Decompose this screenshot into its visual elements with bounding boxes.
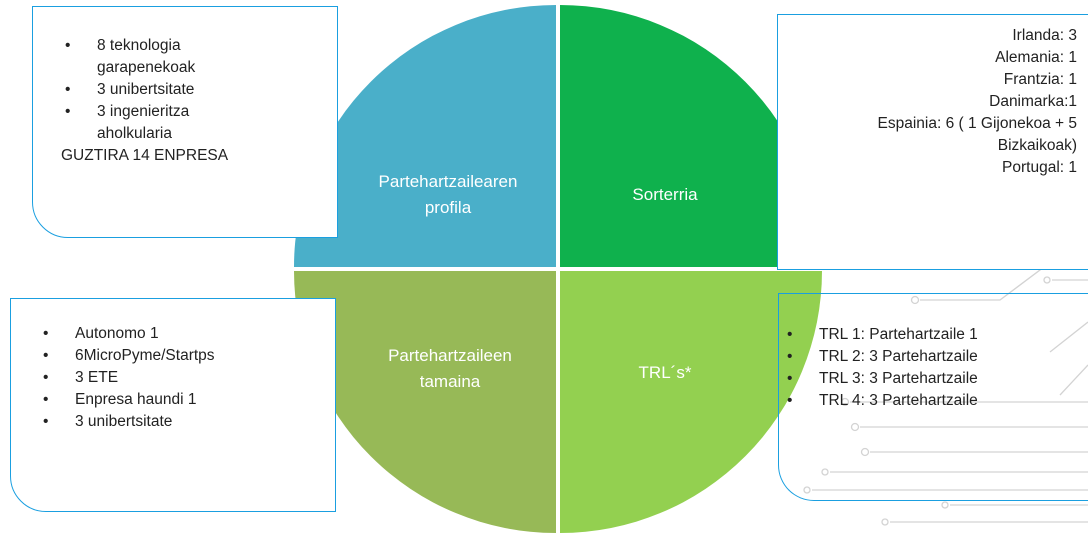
- profile-item: 3 ingenieritza aholkularia: [51, 101, 257, 145]
- size-item: 3 ETE: [29, 367, 335, 389]
- quadrant-origin: [560, 5, 822, 267]
- size-item: Autonomo 1: [29, 323, 335, 345]
- size-item: Enpresa haundi 1: [29, 389, 335, 411]
- quadrant-label-trl: TRL´s*: [638, 363, 692, 382]
- quadrant-label-origin: Sorterria: [632, 185, 698, 204]
- trl-list: TRL 1: Partehartzaile 1 TRL 2: 3 Parteha…: [773, 324, 1088, 412]
- quadrant-size: [294, 271, 556, 533]
- origin-line: Danimarka:1: [989, 93, 1077, 110]
- origin-line: Bizkaikoak): [997, 137, 1077, 154]
- origin-line: Portugal: 1: [1002, 159, 1077, 176]
- profile-list: 8 teknologia garapenekoak 3 unibertsitat…: [51, 35, 281, 145]
- quadrant-profile: [294, 5, 556, 267]
- profile-item: 3 unibertsitate: [51, 79, 281, 101]
- size-panel: Autonomo 1 6MicroPyme/Startps 3 ETE Enpr…: [10, 298, 336, 512]
- size-item: 3 unibertsitate: [29, 411, 335, 433]
- size-list: Autonomo 1 6MicroPyme/Startps 3 ETE Enpr…: [29, 323, 335, 433]
- trl-item: TRL 1: Partehartzaile 1: [773, 324, 1088, 346]
- profile-summary: GUZTIRA 14 ENPRESA: [61, 147, 229, 164]
- profile-item: 8 teknologia garapenekoak: [51, 35, 257, 79]
- origin-panel: Irlanda: 3 Alemania: 1 Frantzia: 1 Danim…: [777, 14, 1088, 270]
- origin-line: Alemania: 1: [995, 49, 1077, 66]
- profile-panel: 8 teknologia garapenekoak 3 unibertsitat…: [32, 6, 338, 238]
- trl-panel: TRL 1: Partehartzaile 1 TRL 2: 3 Parteha…: [778, 293, 1088, 501]
- trl-item: TRL 4: 3 Partehartzaile: [773, 390, 1088, 412]
- trl-item: TRL 3: 3 Partehartzaile: [773, 368, 1088, 390]
- origin-line: Frantzia: 1: [1003, 71, 1077, 88]
- origin-line: Irlanda: 3: [1012, 27, 1077, 44]
- quadrant-label-size: Partehartzaileen tamaina: [388, 346, 512, 391]
- trl-item: TRL 2: 3 Partehartzaile: [773, 346, 1088, 368]
- origin-line: Espainia: 6 ( 1 Gijonekoa + 5: [877, 115, 1077, 132]
- size-item: 6MicroPyme/Startps: [29, 345, 240, 367]
- quadrant-trl: [560, 271, 822, 533]
- quadrant-label-profile: Partehartzailearen profila: [378, 172, 518, 217]
